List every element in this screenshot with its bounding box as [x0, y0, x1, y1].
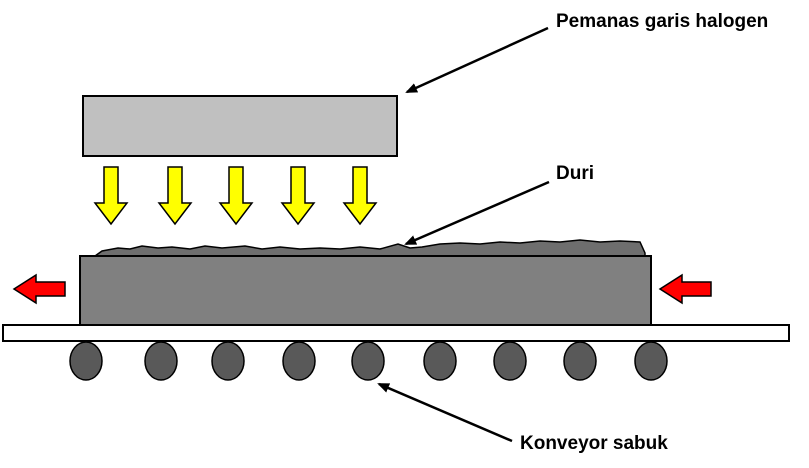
workpiece	[79, 255, 652, 326]
burr-callout-line	[404, 180, 550, 246]
down-arrow-icon	[280, 166, 316, 226]
down-arrow-icon	[93, 166, 129, 226]
left-arrow-icon	[658, 273, 712, 305]
conveyor-label: Konveyor sabuk	[520, 433, 668, 454]
heat-arrows	[93, 166, 378, 226]
down-arrow-icon	[218, 166, 254, 226]
roller	[423, 341, 457, 381]
down-arrow-icon	[157, 166, 193, 226]
heater-callout-line	[405, 26, 549, 94]
burr-layer	[94, 239, 646, 258]
roller	[634, 341, 668, 381]
roller	[563, 341, 597, 381]
heater-label: Pemanas garis halogen	[556, 11, 769, 32]
left-arrow-icon	[12, 273, 66, 305]
roller	[493, 341, 527, 381]
roller	[351, 341, 385, 381]
halogen-heater	[82, 95, 398, 157]
roller	[211, 341, 245, 381]
conveyor-rollers	[69, 341, 668, 381]
roller	[69, 341, 103, 381]
down-arrow-icon	[342, 166, 378, 226]
conveyor-callout-line	[377, 382, 513, 443]
burr-label: Duri	[556, 163, 594, 184]
conveyor-belt	[2, 324, 790, 342]
roller	[144, 341, 178, 381]
roller	[282, 341, 316, 381]
